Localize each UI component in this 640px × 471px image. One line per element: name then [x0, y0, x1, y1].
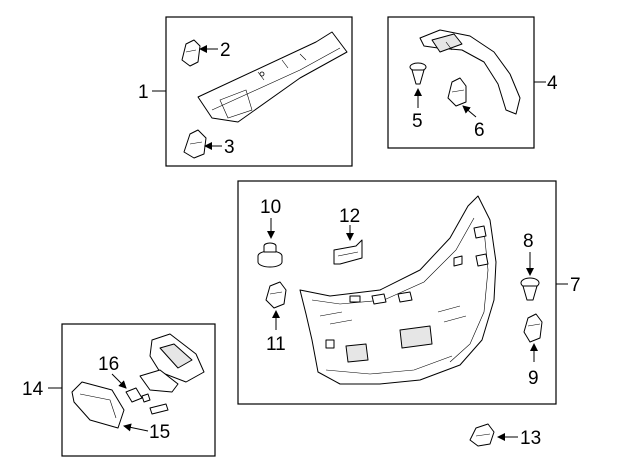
callout-5: 5 [412, 111, 423, 132]
part-6-clip [447, 77, 467, 107]
part-7-liftgate-panel [299, 195, 497, 385]
callout-2: 2 [220, 40, 231, 61]
part-2-clip [181, 39, 201, 67]
part-1-trim-panel [197, 31, 348, 123]
part-11-clip [265, 281, 287, 309]
callout-11: 11 [266, 334, 286, 355]
callout-13: 13 [520, 428, 541, 449]
callout-8: 8 [523, 231, 534, 252]
group-box-14 [61, 323, 216, 457]
part-14-lamp-housing [139, 333, 205, 393]
part-4-trim-strip [419, 29, 521, 115]
group-box-7 [237, 180, 557, 405]
leader-16 [111, 373, 127, 389]
callout-3: 3 [224, 137, 235, 158]
callout-10: 10 [260, 197, 281, 218]
callout-7: 7 [570, 275, 581, 296]
part-9-clip [523, 313, 543, 343]
part-13-clip [469, 423, 495, 447]
leader-6 [462, 105, 477, 118]
part-3-clip [183, 129, 207, 159]
part-12-bracket [333, 239, 363, 265]
callout-6: 6 [474, 120, 485, 141]
callout-16: 16 [98, 354, 119, 375]
callout-15: 15 [149, 422, 170, 443]
leader-15 [123, 423, 149, 432]
callout-12: 12 [339, 206, 360, 227]
part-8-push-pin [520, 277, 540, 301]
callout-1: 1 [138, 82, 149, 103]
part-16-bulb [125, 387, 169, 415]
callout-14: 14 [22, 379, 44, 400]
part-15-lens [71, 381, 125, 429]
part-5-push-pin [409, 62, 427, 85]
part-10-grommet [257, 242, 283, 268]
callout-4: 4 [547, 73, 558, 94]
callout-9: 9 [528, 368, 539, 389]
